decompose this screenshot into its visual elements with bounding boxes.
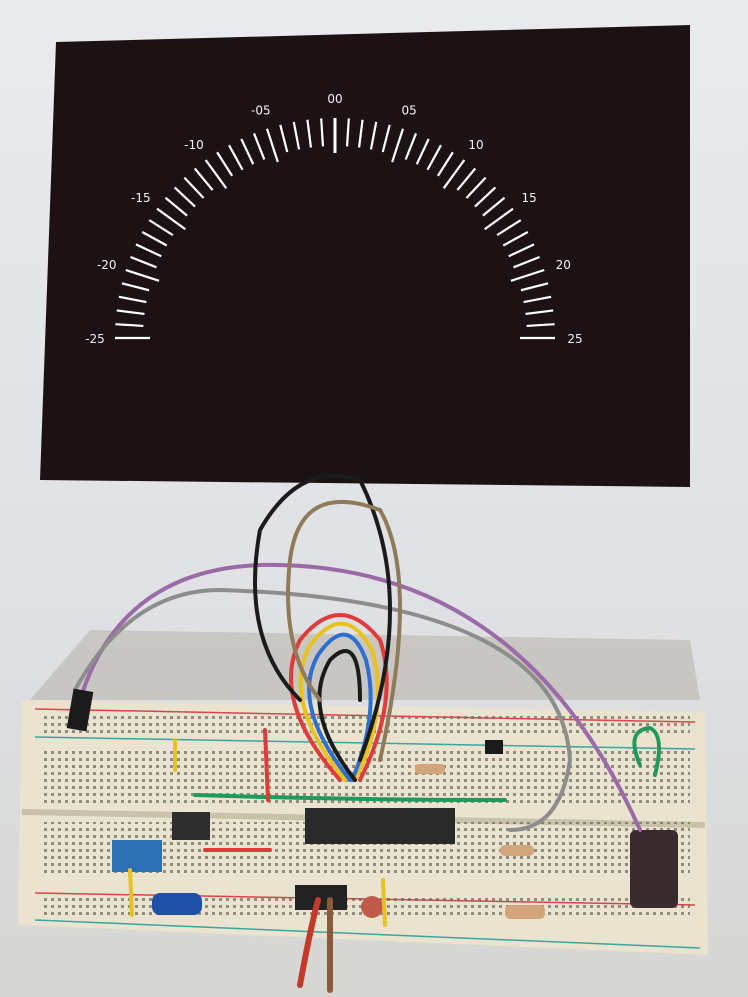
minor-tick (415, 138, 430, 165)
minor-tick (135, 243, 162, 258)
minor-tick (474, 186, 497, 208)
minor-tick (426, 144, 442, 171)
minor-tick (357, 119, 364, 148)
minor-tick (320, 118, 325, 147)
minor-tick (121, 282, 150, 292)
minor-tick (141, 231, 168, 247)
major-tick (484, 207, 514, 231)
minor-tick (369, 121, 378, 150)
minor-tick (115, 323, 144, 328)
connector-header (295, 885, 347, 910)
display-screen (40, 25, 690, 487)
minor-tick (306, 119, 313, 148)
major-tick (510, 268, 545, 282)
jumper-wires (73, 473, 661, 993)
minor-tick (525, 309, 554, 316)
minor-tick (130, 255, 157, 269)
resistor (500, 845, 534, 856)
capacitor-blue (152, 893, 202, 915)
minor-tick (164, 196, 188, 217)
gauge-dial: -25 -20 -15 -10 -05 00 05 10 15 20 25 (85, 92, 582, 346)
scale-label: 10 (468, 138, 483, 152)
minor-tick (118, 295, 147, 304)
minor-tick (482, 196, 506, 217)
major-tick (156, 207, 186, 231)
minor-tick (465, 176, 487, 199)
major-tick (125, 268, 160, 282)
minor-tick (523, 295, 552, 304)
minor-tick (292, 121, 301, 150)
minor-tick (228, 144, 244, 171)
minor-tick (216, 151, 234, 177)
wire-connector (66, 688, 94, 732)
minor-tick (193, 167, 214, 191)
scale-label: -05 (251, 104, 271, 118)
minor-tick (508, 243, 535, 258)
minor-tick (520, 282, 549, 292)
scale-label: 20 (556, 258, 571, 272)
minor-tick (456, 167, 477, 191)
scale-label: -10 (184, 138, 204, 152)
scale-label: 05 (402, 104, 417, 118)
minor-tick (526, 323, 555, 328)
scale-label: 15 (522, 191, 537, 205)
minor-tick (279, 124, 289, 153)
wire-connector (485, 740, 503, 754)
resistor (415, 764, 445, 774)
scale-label: 25 (567, 332, 582, 346)
major-tick (391, 128, 405, 163)
minor-tick (436, 151, 454, 177)
resistor (505, 905, 545, 919)
electrolytic-capacitor (630, 830, 678, 908)
major-tick (204, 159, 228, 189)
scale-label: -20 (97, 258, 117, 272)
shadow (30, 630, 700, 700)
scale-label: 00 (327, 92, 342, 106)
ceramic-capacitor (361, 896, 383, 918)
minor-tick (345, 118, 350, 147)
minor-tick (513, 255, 540, 269)
microcontroller-chip (305, 808, 455, 844)
major-tick (442, 159, 466, 189)
major-tick (265, 128, 279, 163)
minor-tick (381, 124, 391, 153)
minor-tick (252, 133, 266, 160)
minor-tick (240, 138, 255, 165)
minor-tick (173, 186, 196, 208)
scale-label: -25 (85, 332, 105, 346)
minor-tick (148, 219, 174, 237)
minor-tick (183, 176, 205, 199)
op-amp-chip (172, 812, 210, 840)
trimmer-potentiometer (112, 840, 162, 872)
minor-tick (404, 133, 418, 160)
scale-label: -15 (131, 191, 151, 205)
minor-tick (502, 231, 529, 247)
minor-tick (496, 219, 522, 237)
minor-tick (116, 309, 145, 316)
